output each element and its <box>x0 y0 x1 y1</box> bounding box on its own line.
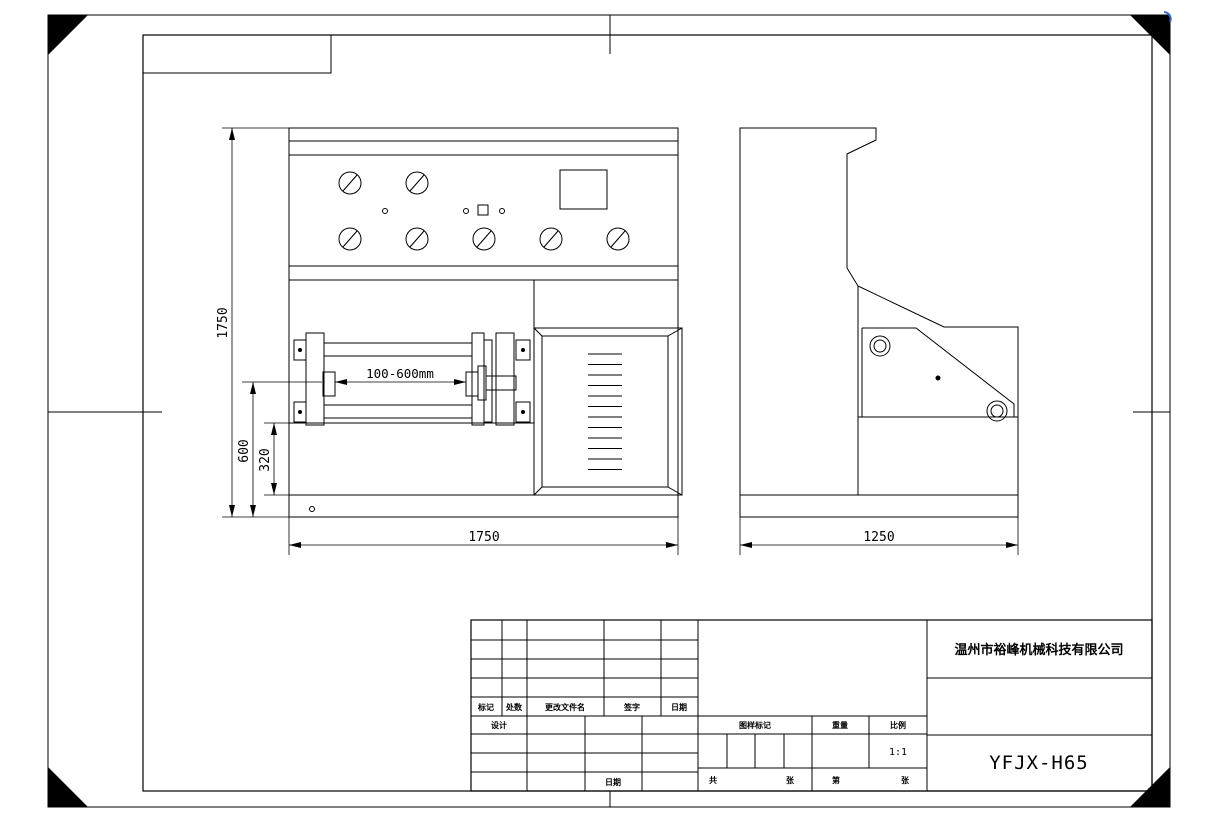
indicator-lamp <box>499 208 505 214</box>
company-name: 温州市裕峰机械科技有限公司 <box>954 642 1123 658</box>
dim-total-width: 1750 <box>468 530 499 545</box>
label-signature: 签字 <box>623 702 640 712</box>
model-number: YFJX-H65 <box>989 752 1089 774</box>
indicator-lamp <box>382 208 388 214</box>
side-dimensions <box>739 517 1019 555</box>
pressure-gauge-6 <box>539 227 563 251</box>
label-sample-mark: 图样标记 <box>739 720 771 730</box>
title-block-labels: 标记 处数 更改文件名 签字 日期 设计 图样标记 重量 比例 日期 共 张 第… <box>477 702 910 787</box>
front-view <box>288 127 683 518</box>
label-count: 处数 <box>505 702 523 712</box>
corner-mark-top-right <box>1130 15 1170 55</box>
pressure-gauge-1 <box>338 171 362 195</box>
label-weight: 重量 <box>832 720 848 730</box>
dim-height-600: 600 <box>237 439 252 462</box>
side-profile <box>739 127 1019 518</box>
label-total: 共 <box>709 775 717 785</box>
corner-mark-bottom-right <box>1130 767 1170 807</box>
pressure-gauge-3 <box>338 227 362 251</box>
pivot-point <box>935 375 941 381</box>
corner-accent-mark <box>1163 11 1172 23</box>
oil-tank-window <box>533 327 683 496</box>
caster-hole <box>309 506 315 512</box>
title-block <box>470 619 1153 792</box>
dim-height-320: 320 <box>258 448 273 471</box>
corner-mark-bottom-left <box>48 767 88 807</box>
label-page: 第 <box>832 775 840 785</box>
pressure-gauge-7 <box>606 227 630 251</box>
side-view <box>739 127 1019 518</box>
code-box <box>142 34 332 74</box>
pressure-gauge-4 <box>405 227 429 251</box>
label-ratio: 比例 <box>890 720 906 730</box>
dim-total-height: 1750 <box>216 307 231 338</box>
label-design: 设计 <box>491 720 507 730</box>
display-screen <box>559 169 608 210</box>
pressure-gauge-5 <box>472 227 496 251</box>
pump-bracket <box>861 327 1015 418</box>
front-dimensions <box>222 127 679 555</box>
outer-sheet-border <box>47 14 1171 808</box>
label-mark: 标记 <box>477 702 494 712</box>
clamping-fixture <box>293 332 531 426</box>
pressure-gauge-2 <box>405 171 429 195</box>
label-date-2: 日期 <box>605 777 621 787</box>
front-outline <box>288 127 679 518</box>
motor-pulley <box>869 335 891 357</box>
label-page-sheet: 张 <box>901 776 910 785</box>
label-change-doc: 更改文件名 <box>545 702 585 712</box>
switch-button <box>477 204 489 216</box>
pump-pulley <box>986 400 1008 422</box>
indicator-lamp <box>463 208 469 214</box>
corner-mark-top-left <box>48 15 88 55</box>
dim-side-depth: 1250 <box>863 530 894 545</box>
dim-clamp-range: 100-600mm <box>366 366 434 381</box>
oil-level-scale <box>588 353 622 470</box>
label-sheet: 张 <box>786 776 795 785</box>
label-date: 日期 <box>671 702 687 712</box>
scale-value: 1:1 <box>889 747 907 758</box>
